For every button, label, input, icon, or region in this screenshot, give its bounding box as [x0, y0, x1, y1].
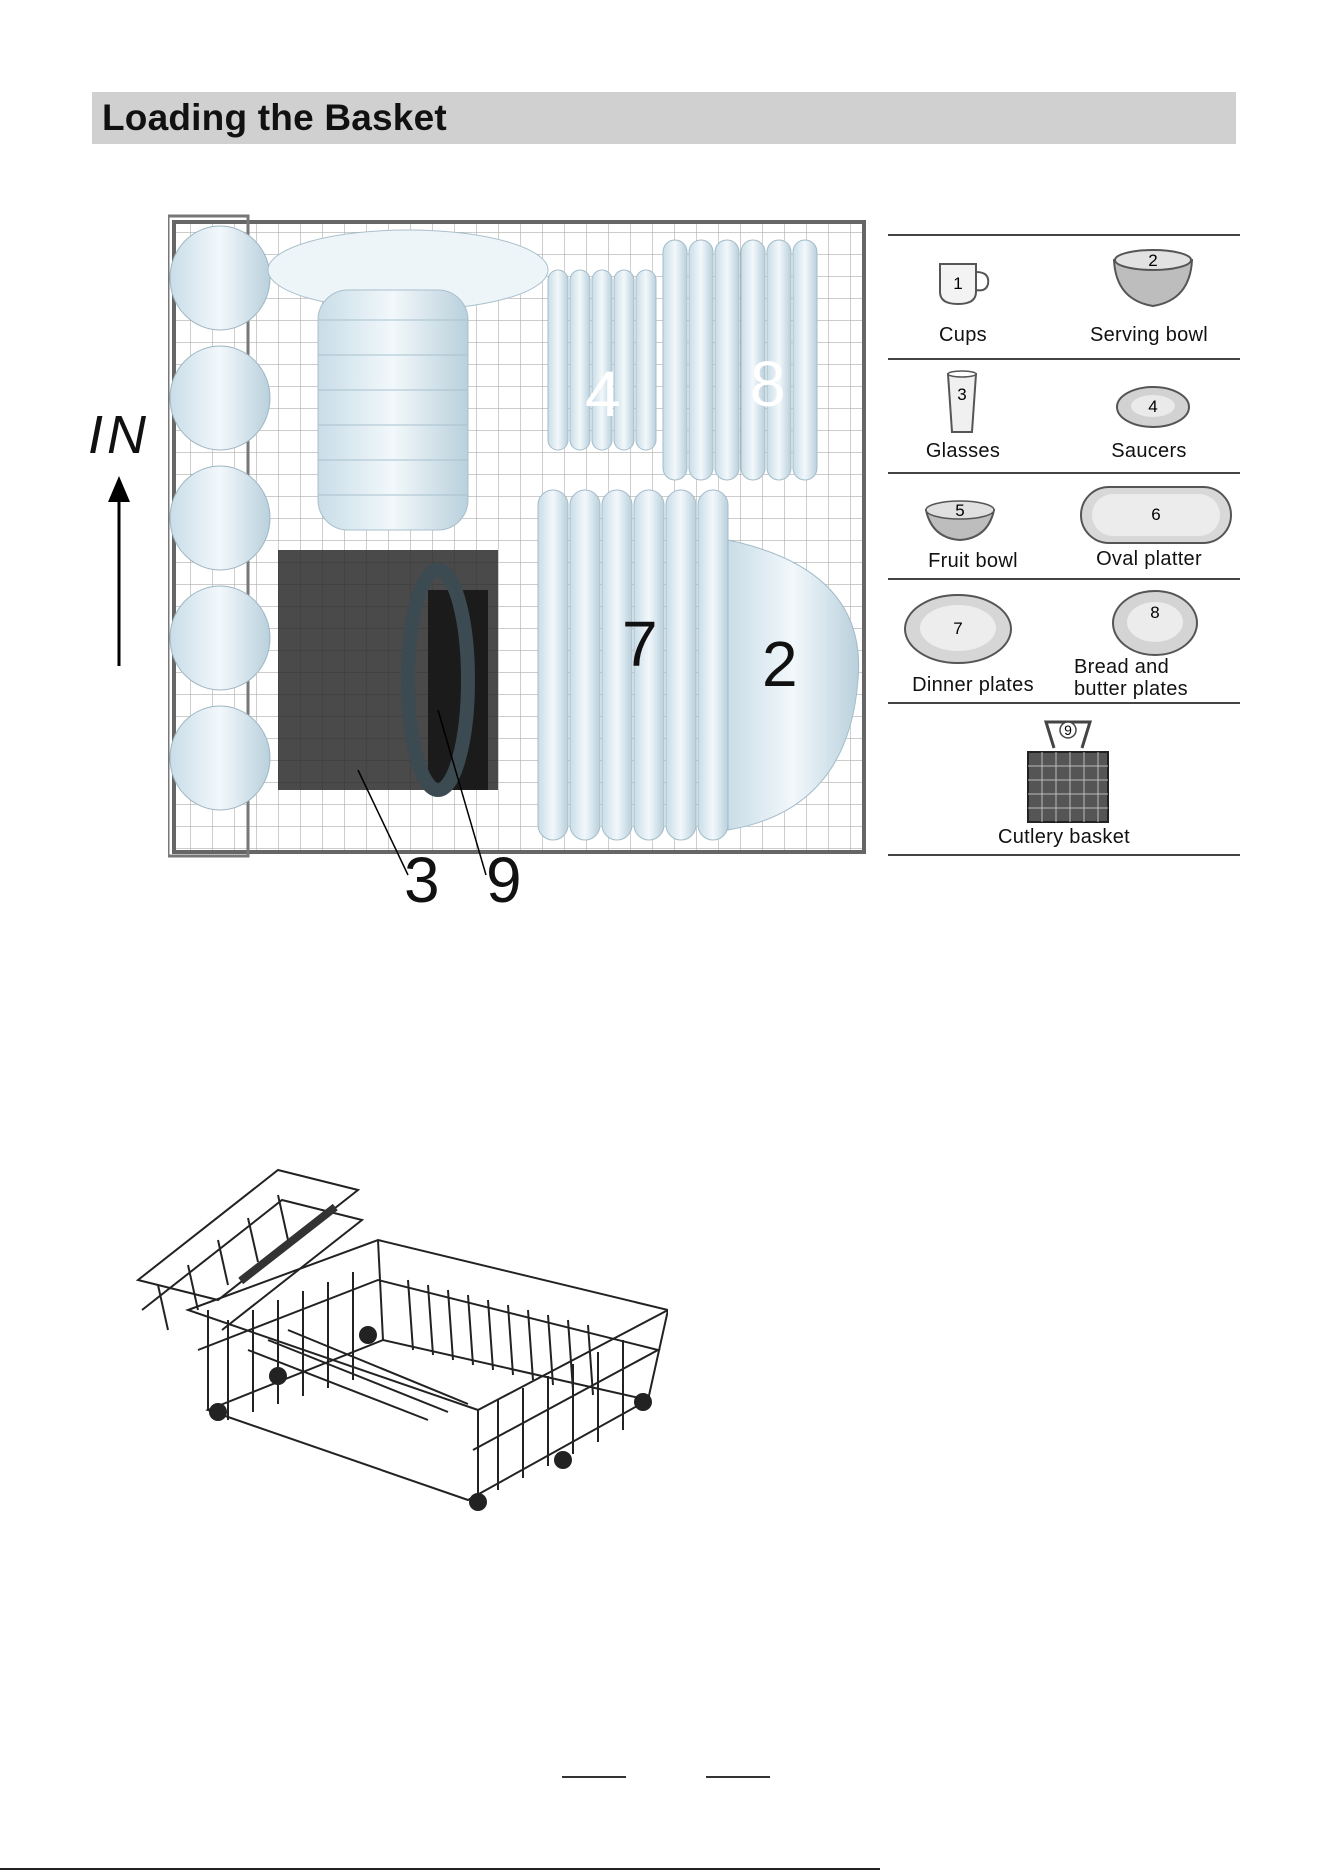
- legend-row: 5 Fruit bowl 6 Oval platter: [888, 472, 1240, 578]
- legend-item-cutlery-basket: 9 Cutlery basket: [888, 704, 1240, 854]
- page-number-underline-left: [562, 1776, 626, 1778]
- legend-caption-cutlery-basket: Cutlery basket: [888, 826, 1240, 848]
- legend-caption-dinner-plates: Dinner plates: [888, 674, 1058, 696]
- dinner-plate-number: 7: [953, 619, 962, 638]
- dinner-plate-icon: 7: [902, 592, 1014, 666]
- legend-caption-fruit-bowl: Fruit bowl: [888, 550, 1058, 572]
- empty-basket-drawing: [128, 1150, 668, 1550]
- legend-caption-bread-butter-line2: butter plates: [1074, 678, 1240, 700]
- legend-item-bread-butter-plates: 8 Bread and butter plates: [1058, 580, 1240, 702]
- saucer-number: 4: [1148, 397, 1157, 416]
- legend-item-oval-platter: 6 Oval platter: [1058, 474, 1240, 578]
- oval-platter-number: 6: [1151, 505, 1160, 524]
- legend-item-serving-bowl: 2 Serving bowl: [1058, 236, 1240, 358]
- fruit-bowl-icon: 5: [922, 496, 998, 542]
- legend-caption-glasses: Glasses: [888, 440, 1038, 462]
- glass-number: 3: [957, 385, 966, 404]
- cups-column: [170, 226, 270, 810]
- legend-item-fruit-bowl: 5 Fruit bowl: [888, 474, 1058, 578]
- callout-3: 3: [404, 848, 440, 912]
- bread-plate-number: 8: [1150, 603, 1159, 622]
- bread-plate-icon: 8: [1110, 588, 1200, 658]
- legend-caption-saucers: Saucers: [1058, 440, 1240, 462]
- legend-caption-bread-butter-line1: Bread and: [1074, 656, 1240, 678]
- saucer-icon: 4: [1114, 384, 1192, 430]
- oval-platter-icon: 6: [1078, 484, 1234, 546]
- legend-caption-cups: Cups: [888, 324, 1038, 346]
- loaded-rack-photo: [168, 210, 868, 890]
- dish-legend: 1 Cups 2 Serving bowl 3 Glasses: [888, 234, 1240, 856]
- section-header: Loading the Basket: [92, 92, 1236, 144]
- callout-2: 2: [762, 632, 798, 696]
- legend-item-saucers: 4 Saucers: [1058, 360, 1240, 472]
- legend-item-cups: 1 Cups: [888, 236, 1038, 358]
- legend-row: 7 Dinner plates 8 Bread and butter plate…: [888, 578, 1240, 702]
- up-arrow-icon: [104, 476, 134, 666]
- callout-4: 4: [585, 362, 621, 426]
- page-title: Loading the Basket: [92, 92, 1236, 144]
- callout-7: 7: [622, 612, 658, 676]
- legend-item-glasses: 3 Glasses: [888, 360, 1038, 472]
- serving-bowl-number: 2: [1148, 251, 1157, 270]
- serving-bowl-icon: 2: [1110, 246, 1196, 310]
- legend-item-dinner-plates: 7 Dinner plates: [888, 580, 1058, 702]
- legend-caption-serving-bowl: Serving bowl: [1058, 324, 1240, 346]
- page-number-underline-right: [706, 1776, 770, 1778]
- callout-8: 8: [750, 352, 786, 416]
- legend-caption-oval-platter: Oval platter: [1058, 548, 1240, 570]
- cutlery-area: [278, 550, 498, 790]
- footer-rule: [0, 1868, 880, 1870]
- legend-row: 3 Glasses 4 Saucers: [888, 358, 1240, 472]
- in-direction-label: IN: [88, 404, 150, 466]
- glass-icon: 3: [944, 370, 980, 436]
- legend-row: 1 Cups 2 Serving bowl: [888, 234, 1240, 358]
- fruit-bowl-number: 5: [955, 501, 964, 520]
- cutlery-basket-number: 9: [1064, 722, 1072, 738]
- legend-row: 9 Cutlery basket: [888, 702, 1240, 856]
- cup-icon: 1: [936, 258, 996, 308]
- cup-number: 1: [953, 274, 962, 293]
- callout-9: 9: [486, 848, 522, 912]
- cutlery-basket-icon: 9: [1020, 718, 1116, 826]
